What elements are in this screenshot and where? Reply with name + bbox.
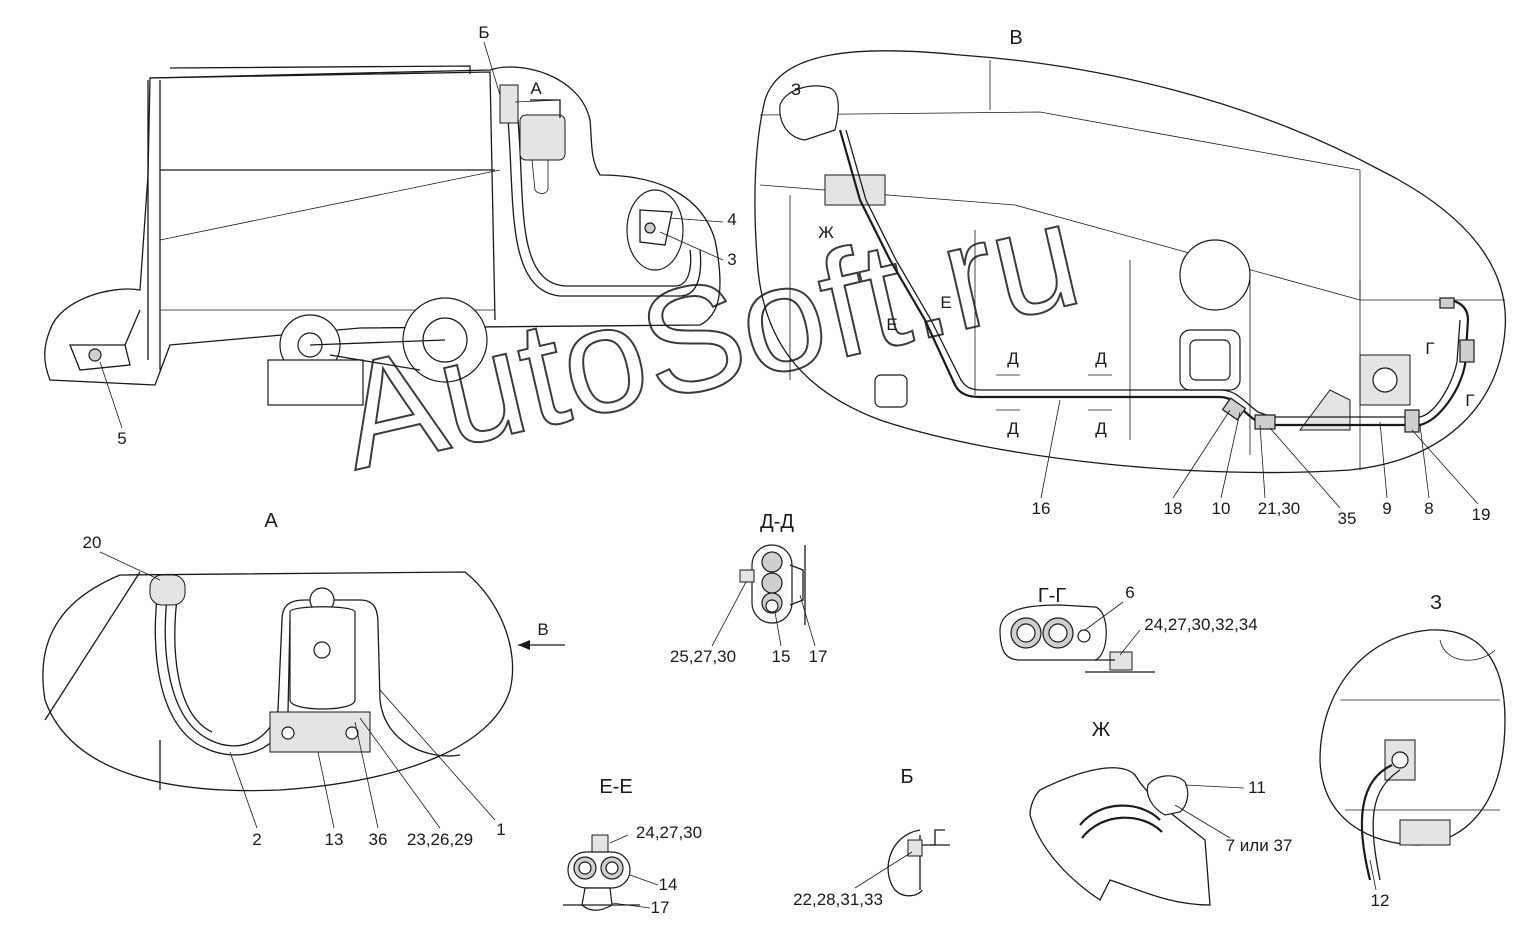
callout-17-dd: 17: [809, 647, 828, 666]
view-zh: [1029, 767, 1211, 906]
mark-d-bottom-left: Д: [1007, 419, 1019, 438]
callout-13: 13: [325, 830, 344, 849]
callout-35: 35: [1338, 509, 1357, 528]
mark-e-left: Е: [886, 315, 897, 334]
callout-15: 15: [772, 647, 791, 666]
callout-17-ee: 17: [651, 898, 670, 917]
section-dd: [739, 544, 806, 625]
mark-e-right: Е: [940, 293, 951, 312]
view-b: [887, 829, 950, 897]
callout-3: 3: [727, 250, 736, 269]
callout-25-27-30: 25,27,30: [670, 647, 736, 666]
watermark: AutoSoft.ru: [324, 169, 1093, 502]
view-z-title: З: [1430, 592, 1442, 614]
callout-16: 16: [1032, 499, 1051, 518]
view-z: [1319, 629, 1506, 881]
section-gg: [999, 604, 1155, 673]
callout-7-or-37: 7 или 37: [1226, 836, 1293, 855]
callout-14: 14: [659, 875, 678, 894]
main-left-view: [44, 65, 721, 406]
callout-18: 18: [1164, 499, 1183, 518]
callout-1: 1: [496, 820, 505, 839]
callout-24-27-30: 24,27,30: [636, 823, 702, 842]
section-dd-title: Д-Д: [760, 511, 794, 533]
callout-23-26-29: 23,26,29: [407, 830, 473, 849]
callout-2: 2: [252, 830, 261, 849]
callout-19: 19: [1472, 505, 1491, 524]
view-b-title: Б: [900, 766, 913, 788]
arrow-label-v: В: [537, 620, 548, 639]
view-a: [42, 571, 514, 792]
callout-22-28-31-33: 22,28,31,33: [793, 890, 883, 909]
mark-zh: Ж: [818, 223, 834, 242]
callout-9: 9: [1382, 499, 1391, 518]
mark-d-bottom-right: Д: [1095, 419, 1107, 438]
callout-12: 12: [1371, 891, 1390, 910]
callout-6: 6: [1125, 583, 1134, 602]
callout-8: 8: [1424, 499, 1433, 518]
mark-d-top-right: Д: [1095, 349, 1107, 368]
view-v-title: В: [1009, 27, 1022, 49]
label-b-main: Б: [478, 23, 489, 42]
callout-5: 5: [117, 429, 126, 448]
label-a-main: А: [530, 79, 542, 98]
mark-g-top: Г: [1425, 339, 1434, 358]
callout-24-27-30-32-34: 24,27,30,32,34: [1144, 615, 1257, 634]
section-gg-title: Г-Г: [1038, 585, 1066, 607]
callout-36: 36: [369, 830, 388, 849]
section-ee-title: Е-Е: [599, 776, 632, 798]
mark-g-bottom: Г: [1465, 391, 1474, 410]
callout-11: 11: [1248, 778, 1266, 797]
callout-21-30: 21,30: [1258, 499, 1301, 518]
callout-4: 4: [727, 210, 736, 229]
mark-z: З: [791, 80, 801, 99]
callout-10: 10: [1212, 499, 1231, 518]
view-zh-title: Ж: [1092, 719, 1111, 741]
callout-20: 20: [83, 533, 102, 552]
mark-d-top-left: Д: [1007, 349, 1019, 368]
section-ee: [563, 834, 640, 911]
view-a-title: А: [264, 510, 278, 532]
view-v: [754, 50, 1507, 474]
